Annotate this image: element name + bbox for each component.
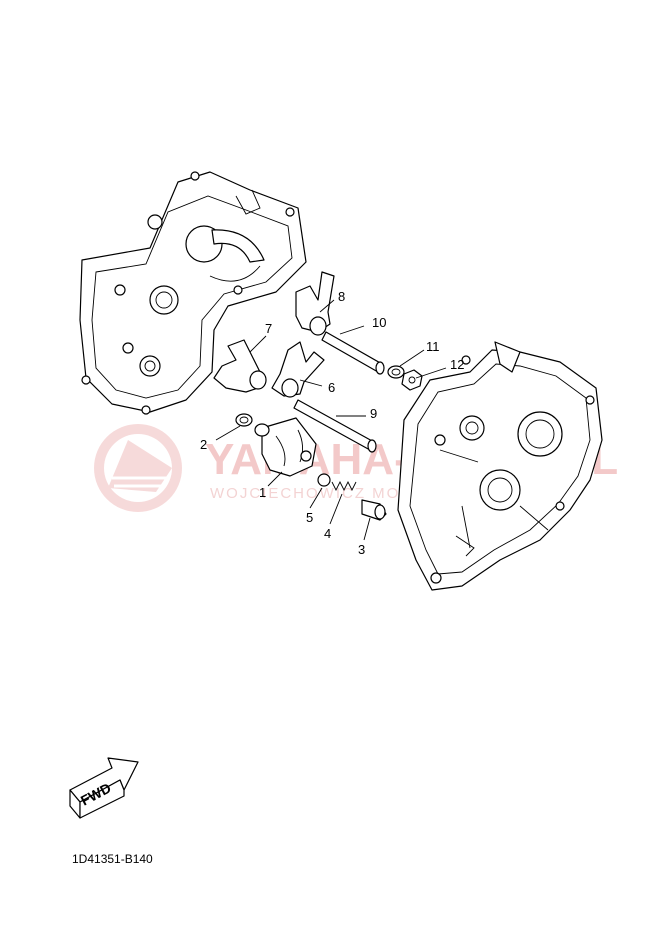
- callout-4: 4: [324, 526, 331, 541]
- part-3-plug: [361, 499, 387, 521]
- part-6-shift-fork: [271, 341, 325, 398]
- drawing-code: 1D41351-B140: [72, 852, 153, 866]
- leader-lines: [215, 299, 447, 541]
- part-4-spring: [331, 480, 357, 492]
- callout-8: 8: [338, 289, 345, 304]
- right-crankcase: [397, 341, 603, 591]
- callout-9: 9: [370, 406, 377, 421]
- callout-7: 7: [265, 321, 272, 336]
- part-5-ball: [317, 473, 331, 487]
- part-12-nut: [401, 369, 423, 391]
- part-7-shift-fork: [213, 339, 267, 393]
- part-2-circlip: [235, 413, 253, 427]
- left-crankcase: [79, 171, 307, 415]
- part-1-shift-drum: [254, 417, 317, 477]
- callout-3: 3: [358, 542, 365, 557]
- fwd-arrow: FWD: [69, 757, 139, 819]
- callout-10: 10: [372, 315, 386, 330]
- callout-12: 12: [450, 357, 464, 372]
- part-10-shaft: [321, 331, 385, 375]
- callout-2: 2: [200, 437, 207, 452]
- part-8-shift-fork: [295, 271, 335, 336]
- callout-11: 11: [426, 339, 440, 354]
- part-11-washer: [387, 365, 405, 379]
- part-9-shaft: [293, 399, 377, 453]
- callout-5: 5: [306, 510, 313, 525]
- callout-6: 6: [328, 380, 335, 395]
- watermark-logo: [94, 424, 182, 512]
- callout-1: 1: [259, 485, 266, 500]
